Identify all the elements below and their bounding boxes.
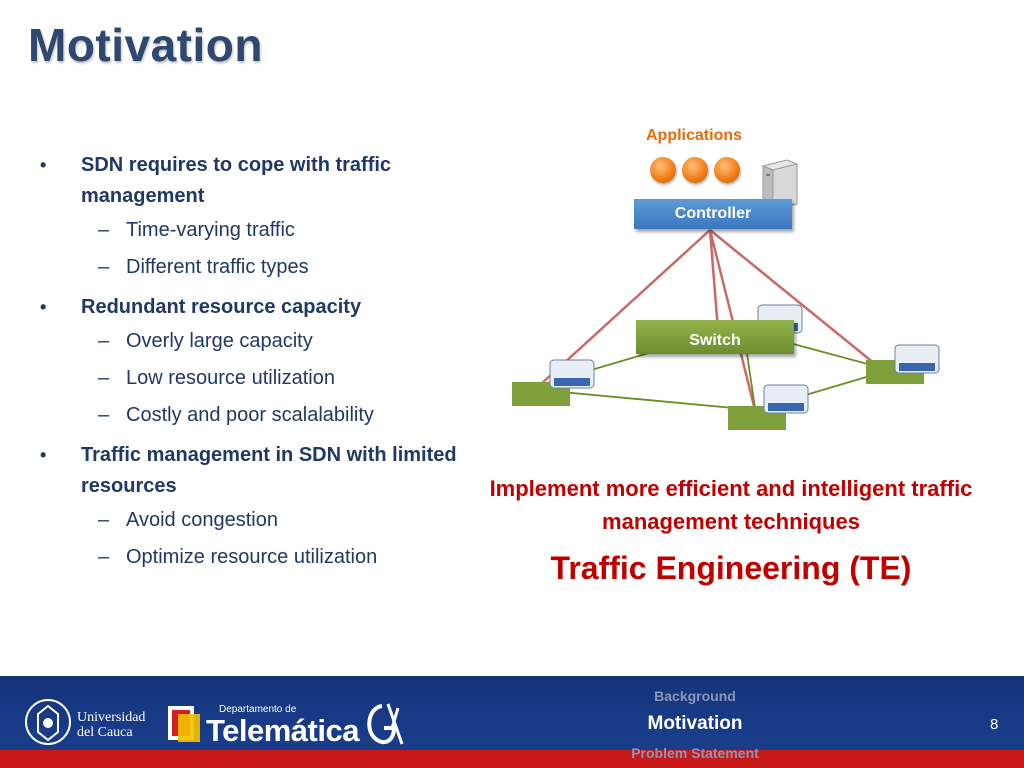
footer-bar (0, 676, 1024, 768)
bullet-list: • SDN requires to cope with traffic manag… (40, 150, 460, 576)
bullet-item: • Redundant resource capacity (40, 292, 460, 323)
controller-box: Controller (634, 199, 792, 229)
sub-bullet-item: –Avoid congestion (40, 502, 460, 539)
central-switch: Switch (636, 320, 794, 354)
sub-bullet-item: –Different traffic types (40, 249, 460, 286)
sub-bullet-text: Avoid congestion (126, 509, 278, 531)
sub-bullet-text: Overly large capacity (126, 330, 313, 352)
sub-bullet-item: –Time-varying traffic (40, 212, 460, 249)
te-heading: Traffic Engineering (TE) (550, 550, 912, 586)
switch-node (866, 344, 940, 384)
university-name: Universidad del Cauca (77, 710, 145, 740)
application-icon (714, 157, 740, 183)
dash-marker: – (98, 219, 110, 241)
university-seal-icon (25, 699, 71, 745)
controller-link (708, 229, 720, 331)
sub-bullet-item: –Costly and poor scalalability (40, 397, 460, 434)
university-line: del Cauca (77, 725, 133, 740)
footer-red-stripe (0, 750, 1024, 768)
nav-previous-section[interactable]: Background (654, 688, 736, 704)
sub-bullet-text: Costly and poor scalalability (126, 404, 374, 426)
bullet-marker: • (40, 445, 47, 465)
sub-bullet-text: Optimize resource utilization (126, 546, 378, 568)
telematica-logo-icon (168, 706, 200, 742)
message-line: Implement more efficient and intelligent… (489, 476, 973, 534)
switch-link (754, 369, 891, 411)
dash-marker: – (98, 330, 110, 352)
university-line: Universidad (77, 710, 146, 725)
bullet-text: SDN requires to cope with traffic manage… (81, 154, 392, 207)
dash-marker: – (98, 546, 110, 568)
sub-bullet-text: Different traffic types (126, 256, 309, 278)
sub-bullet-item: –Low resource utilization (40, 360, 460, 397)
switch-node (512, 359, 595, 406)
group-logo-icon (367, 703, 404, 745)
sub-bullet-text: Time-varying traffic (126, 219, 295, 241)
bullet-item: • SDN requires to cope with traffic manag… (40, 150, 460, 212)
bullet-item: • Traffic management in SDN with limited … (40, 440, 460, 502)
controller-link (539, 229, 711, 386)
dash-marker: – (98, 509, 110, 531)
nav-next-section[interactable]: Problem Statement (631, 745, 759, 761)
bullet-text: Traffic management in SDN with limited r… (81, 444, 457, 497)
bullet-text: Redundant resource capacity (81, 296, 362, 318)
application-icon (650, 157, 676, 183)
department-name: Telemática (206, 713, 359, 748)
dash-marker: – (98, 404, 110, 426)
applications-label: Applications (646, 127, 743, 144)
application-icon (682, 157, 708, 183)
dash-marker: – (98, 256, 110, 278)
switch-link (539, 389, 756, 411)
department-label: Departamento de (219, 704, 297, 715)
nav-current-section[interactable]: Motivation (647, 713, 743, 734)
sub-bullet-text: Low resource utilization (126, 367, 335, 389)
page-number: 8 (990, 716, 999, 733)
switch-node (728, 384, 809, 430)
sub-bullet-item: –Optimize resource utilization (40, 539, 460, 576)
sub-bullet-item: –Overly large capacity (40, 323, 460, 360)
bullet-marker: • (40, 297, 47, 317)
slide-title: Motivation (28, 19, 263, 71)
dash-marker: – (98, 367, 110, 389)
bullet-marker: • (40, 155, 47, 175)
